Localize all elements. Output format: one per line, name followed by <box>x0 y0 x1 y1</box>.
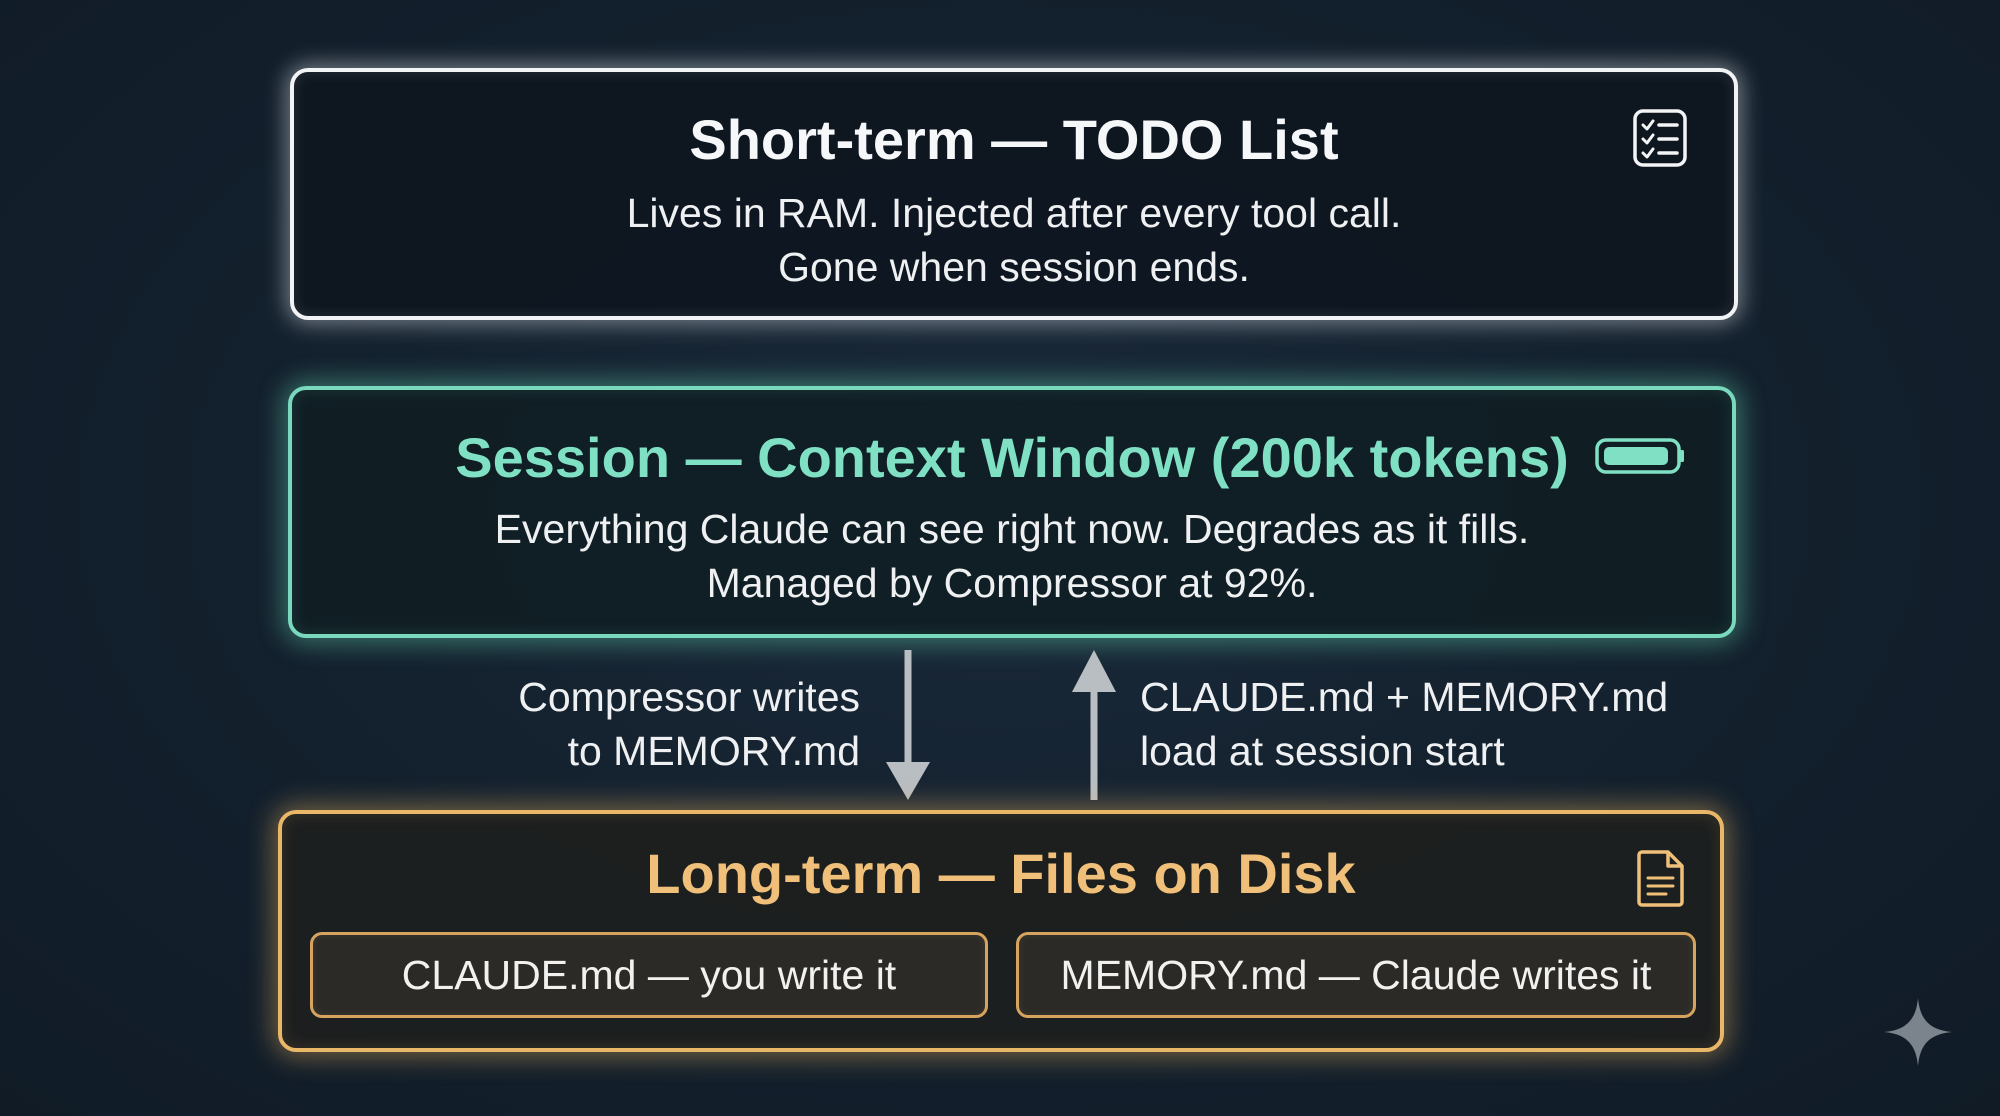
short-term-box: Short-term — TODO List Lives in RAM. Inj… <box>290 68 1738 320</box>
session-desc-line-1: Everything Claude can see right now. Deg… <box>494 506 1530 552</box>
session-description: Everything Claude can see right now. Deg… <box>292 502 1732 610</box>
down-label-line-1: Compressor writes <box>518 674 860 720</box>
claude-md-file: CLAUDE.md — you write it <box>310 932 988 1018</box>
session-title: Session — Context Window (200k tokens) <box>455 426 1569 489</box>
session-desc-line-2: Managed by Compressor at 92%. <box>706 560 1318 606</box>
checklist-icon <box>1633 109 1687 167</box>
compressor-writes-label: Compressor writes to MEMORY.md <box>518 670 860 778</box>
memory-md-file: MEMORY.md — Claude writes it <box>1016 932 1696 1018</box>
sparkle-icon <box>1884 998 1952 1066</box>
up-label-line-1: CLAUDE.md + MEMORY.md <box>1140 674 1669 720</box>
short-term-title: Short-term — TODO List <box>689 108 1339 171</box>
down-label-line-2: to MEMORY.md <box>567 728 860 774</box>
short-term-description: Lives in RAM. Injected after every tool … <box>294 186 1734 294</box>
down-arrow <box>886 650 930 800</box>
short-term-desc-line-2: Gone when session ends. <box>778 244 1250 290</box>
long-term-box: Long-term — Files on Disk CLAUDE.md — yo… <box>278 810 1724 1052</box>
load-at-start-label: CLAUDE.md + MEMORY.md load at session st… <box>1140 670 1668 778</box>
up-label-line-2: load at session start <box>1140 728 1505 774</box>
long-term-title: Long-term — Files on Disk <box>646 842 1356 905</box>
session-box: Session — Context Window (200k tokens) E… <box>288 386 1736 638</box>
battery-icon <box>1595 438 1684 474</box>
short-term-desc-line-1: Lives in RAM. Injected after every tool … <box>626 190 1402 236</box>
up-arrow <box>1072 650 1116 800</box>
document-icon <box>1637 850 1684 907</box>
